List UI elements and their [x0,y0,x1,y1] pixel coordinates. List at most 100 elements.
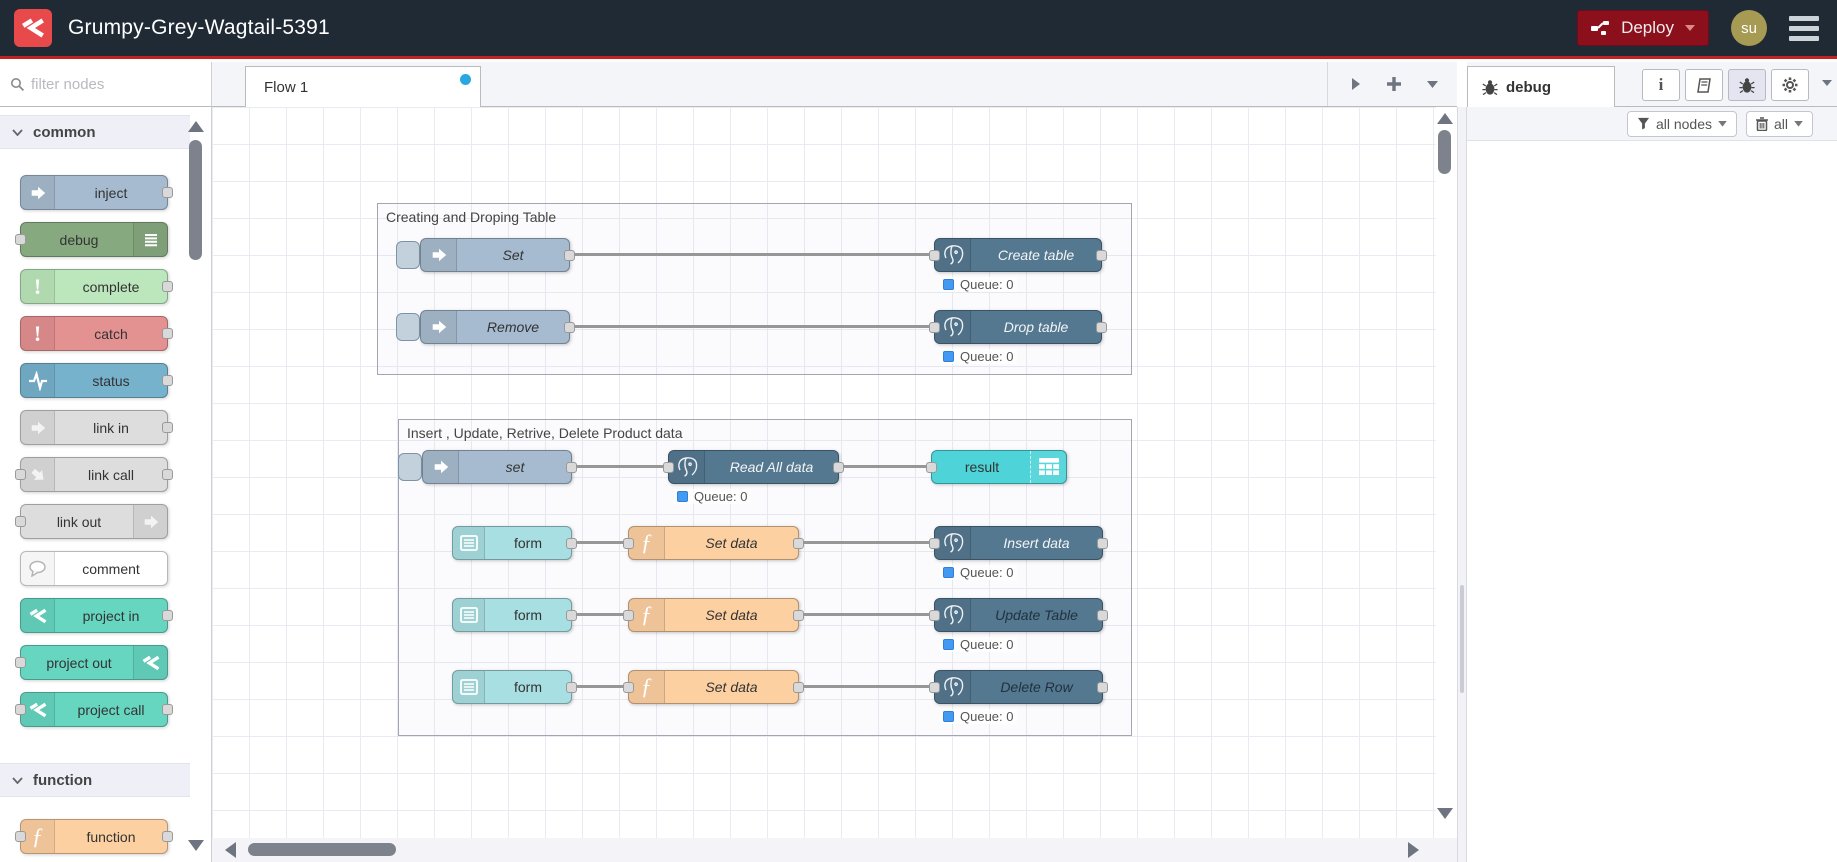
node-port[interactable] [833,462,844,473]
node-form-3[interactable]: form [452,670,577,704]
tab-debug[interactable]: debug [1467,66,1615,107]
canvas-scroll-down[interactable] [1437,808,1453,819]
node-port[interactable] [793,610,804,621]
node-port[interactable] [162,469,173,480]
node-port[interactable] [566,610,577,621]
node-port[interactable] [1096,250,1107,261]
palette-scrollbar-thumb[interactable] [189,140,202,260]
config-panel-button[interactable] [1771,69,1809,101]
node-port[interactable] [162,610,173,621]
node-port[interactable] [162,328,173,339]
inject-button[interactable] [398,453,422,481]
canvas-scroll-left[interactable] [225,842,236,858]
node-port[interactable] [162,831,173,842]
canvas-hscrollbar-thumb[interactable] [248,843,396,856]
node-drop-table[interactable]: Drop table [929,310,1107,344]
node-port[interactable] [793,682,804,693]
palette-filter-input[interactable] [31,75,191,93]
wire[interactable] [839,465,931,468]
node-port[interactable] [162,422,173,433]
node-port[interactable] [623,538,634,549]
palette-category-common[interactable]: common [0,115,190,149]
palette-scroll-down[interactable] [188,840,204,851]
node-port[interactable] [162,187,173,198]
flow-list-chevron-icon[interactable] [1426,80,1439,89]
palette-node-link-out[interactable]: link out [15,504,168,539]
palette-node-inject[interactable]: inject [20,175,173,210]
user-avatar[interactable]: su [1731,10,1767,46]
sidebar-resize-handle[interactable] [1457,107,1467,862]
deploy-options-chevron-icon[interactable] [1684,24,1696,32]
wire[interactable] [799,541,934,544]
deploy-button[interactable]: Deploy [1577,10,1709,46]
node-port[interactable] [566,682,577,693]
node-read-all-data[interactable]: Read All data [663,450,844,484]
node-form-1[interactable]: form [452,526,577,560]
node-form-2[interactable]: form [452,598,577,632]
palette-category-function[interactable]: function [0,763,190,797]
node-set-data-1[interactable]: ƒ Set data [623,526,804,560]
palette-node-project-call[interactable]: project call [15,692,173,727]
wire[interactable] [572,541,628,544]
node-remove-inject[interactable]: Remove [420,310,575,344]
node-port[interactable] [1097,682,1108,693]
help-panel-button[interactable] [1685,69,1723,101]
node-port[interactable] [15,831,26,842]
palette-node-link-call[interactable]: link call [15,457,173,492]
palette-node-debug[interactable]: debug [15,222,168,257]
debug-clear-button[interactable]: all [1745,110,1813,137]
node-port[interactable] [15,704,26,715]
node-port[interactable] [929,250,940,261]
node-port[interactable] [15,234,26,245]
node-set-data-3[interactable]: ƒ Set data [623,670,804,704]
tab-flow-1[interactable]: Flow 1 [245,66,481,107]
node-result[interactable]: result [926,450,1067,484]
node-create-table[interactable]: Create table [929,238,1107,272]
node-delete-row[interactable]: Delete Row [929,670,1108,704]
tab-scroll-right-icon[interactable] [1350,76,1362,92]
node-port[interactable] [162,375,173,386]
node-port[interactable] [929,682,940,693]
palette-node-catch[interactable]: ! catch [20,316,173,351]
node-port[interactable] [564,250,575,261]
node-port[interactable] [623,682,634,693]
node-port[interactable] [162,281,173,292]
node-port[interactable] [566,538,577,549]
inject-button[interactable] [396,313,420,341]
wire[interactable] [570,325,934,328]
palette-node-comment[interactable]: comment [20,551,168,586]
node-port[interactable] [623,610,634,621]
wire[interactable] [799,613,934,616]
debug-message-list[interactable] [1467,141,1837,862]
wire[interactable] [572,685,628,688]
debug-panel-button[interactable] [1728,69,1766,101]
wire[interactable] [799,685,934,688]
node-port[interactable] [566,462,577,473]
node-port[interactable] [929,322,940,333]
canvas-scroll-up[interactable] [1437,113,1453,124]
node-port[interactable] [929,538,940,549]
flow-canvas[interactable]: Creating and Droping Table Set Create ta… [212,107,1436,838]
palette-scroll-up[interactable] [188,121,204,132]
node-port[interactable] [926,462,937,473]
node-port[interactable] [15,516,26,527]
wire[interactable] [572,465,668,468]
node-set2-inject[interactable]: set [422,450,577,484]
node-port[interactable] [663,462,674,473]
info-panel-button[interactable]: i [1642,69,1680,101]
node-port[interactable] [162,704,173,715]
wire[interactable] [572,613,628,616]
node-port[interactable] [1097,610,1108,621]
sidebar-resize-grip[interactable] [1460,585,1464,693]
canvas-hscrollbar-track[interactable] [212,838,1457,862]
node-set-inject[interactable]: Set [420,238,575,272]
main-menu-button[interactable] [1789,15,1819,41]
node-port[interactable] [929,610,940,621]
add-flow-button[interactable] [1386,76,1402,92]
palette-node-project-out[interactable]: project out [15,645,168,680]
node-update-table[interactable]: Update Table [929,598,1108,632]
palette-node-project-in[interactable]: project in [20,598,173,633]
node-port[interactable] [793,538,804,549]
palette-node-function[interactable]: ƒ function [15,819,173,854]
palette-node-complete[interactable]: ! complete [20,269,173,304]
